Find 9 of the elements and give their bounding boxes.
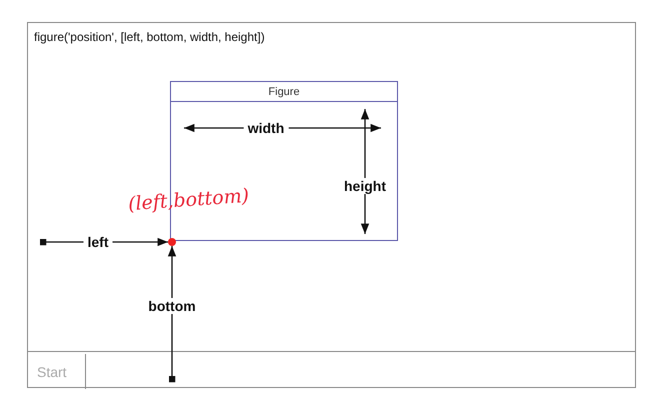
edge-label: left [84,234,112,250]
corner-point [168,238,176,246]
code-line: figure('position', [left, bottom, width, height]) [34,30,265,44]
arrow [168,246,176,382]
screen-frame [27,22,636,388]
start-button: Start [28,354,86,389]
window-title: Figure [171,82,397,102]
dimension-label: width [244,120,288,136]
handwritten-note: (left,bottom) [127,184,250,216]
